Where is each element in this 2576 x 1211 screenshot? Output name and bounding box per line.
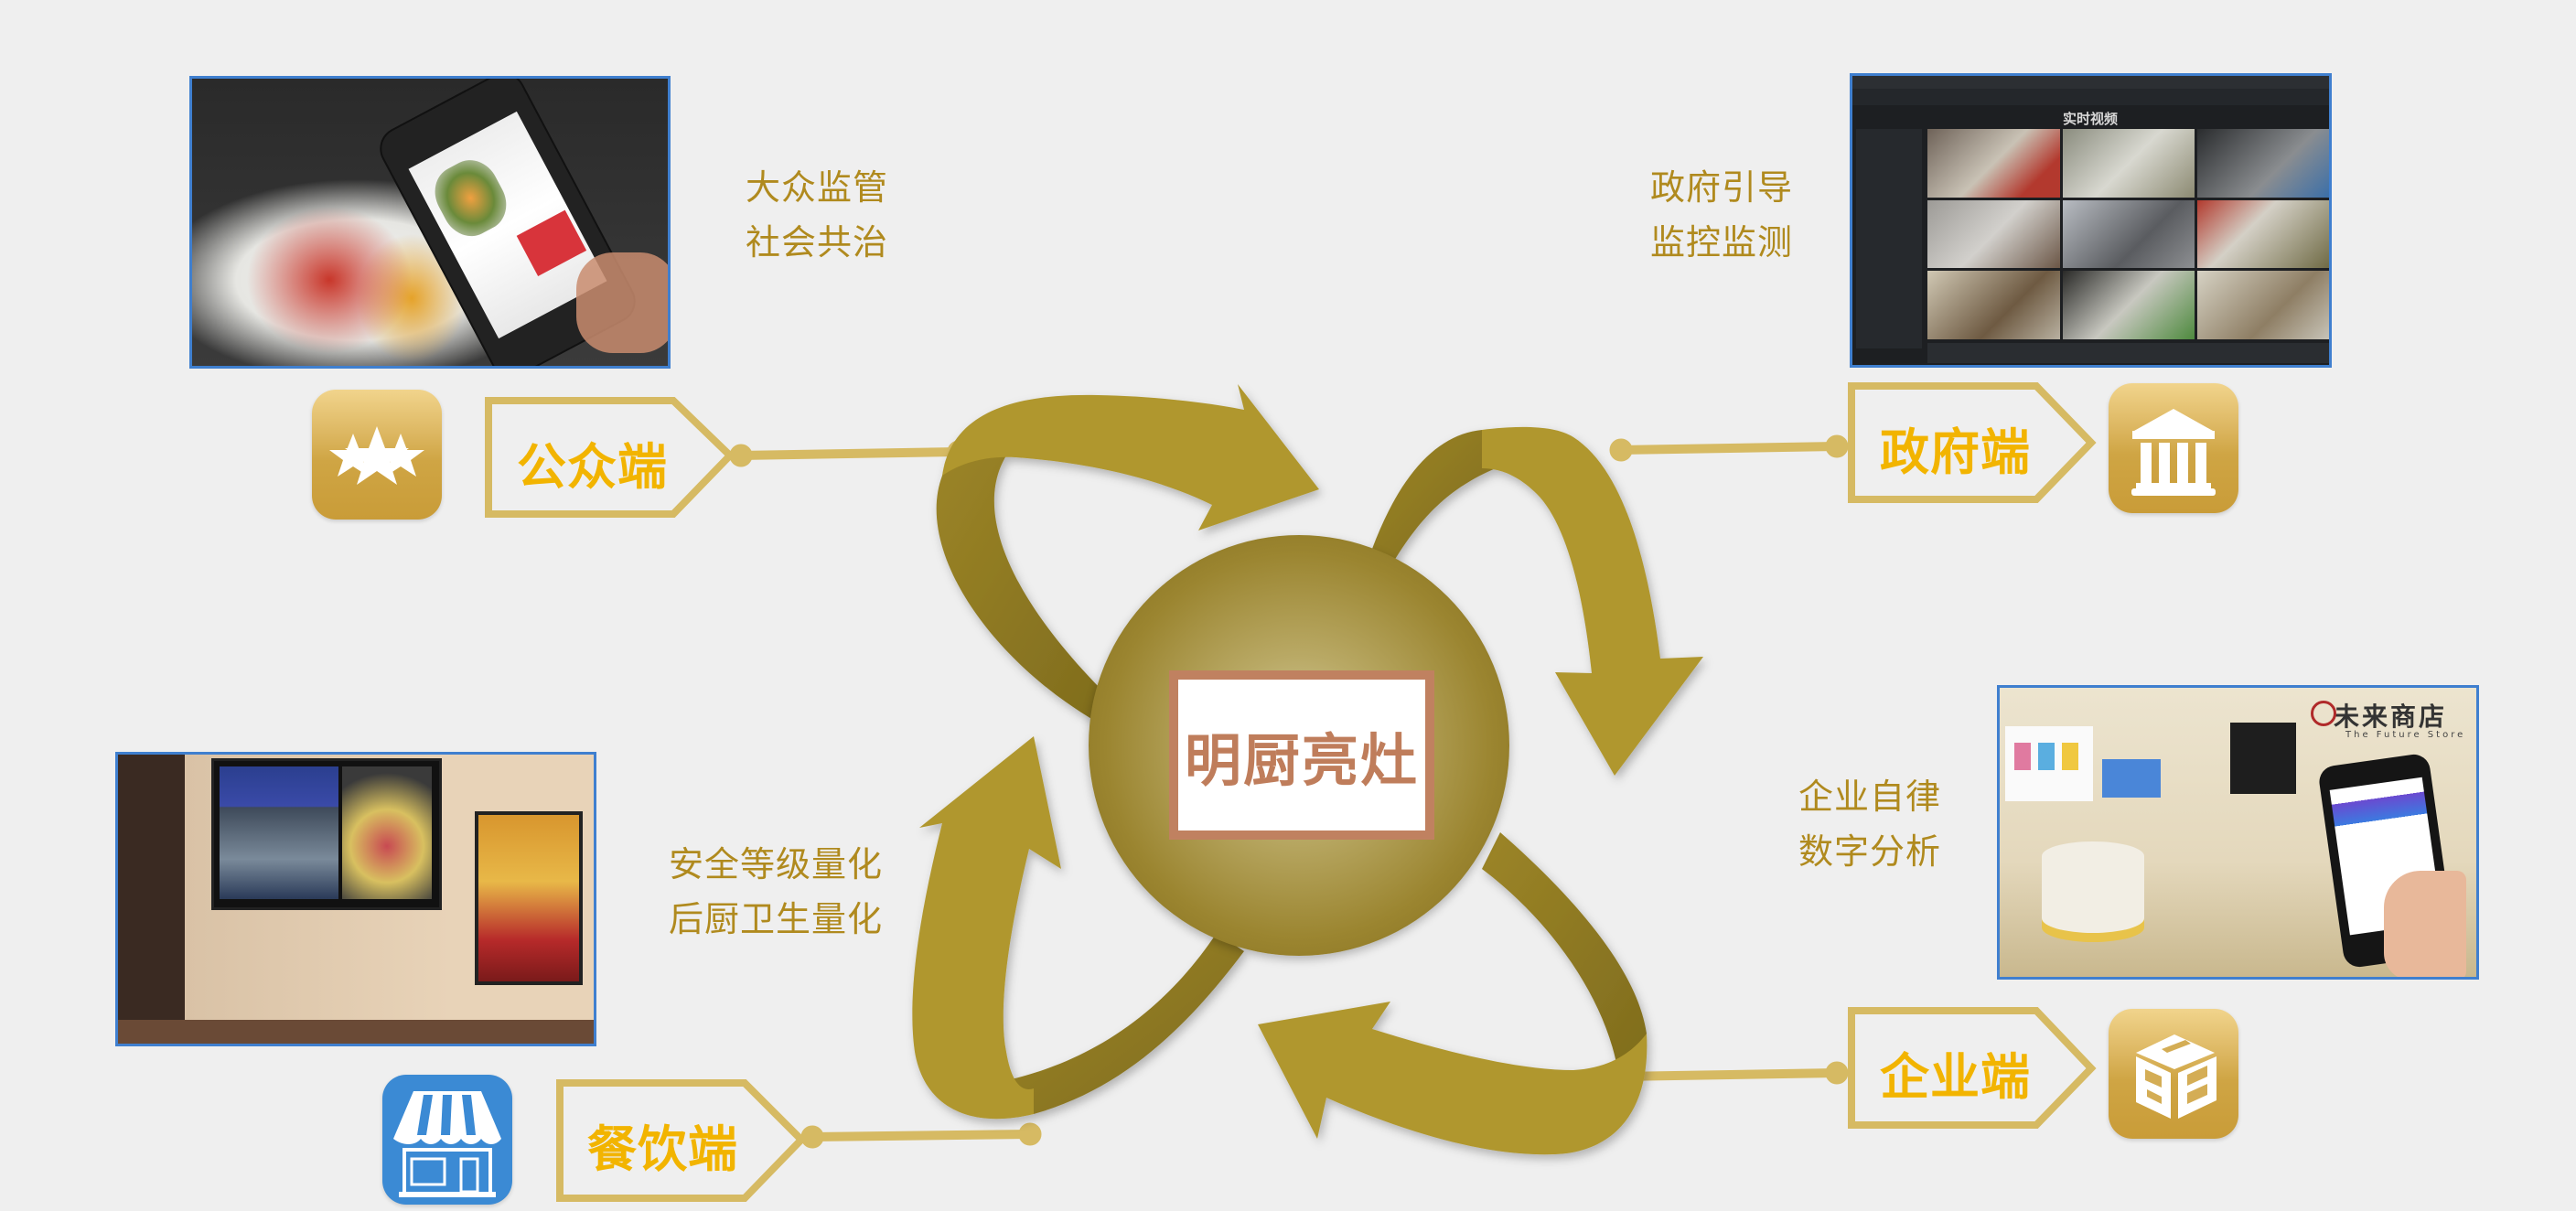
enterprise-tag-label[interactable]: 企业端 — [1880, 1048, 2031, 1106]
public-caption: 大众监管 社会共治 — [746, 160, 888, 270]
government-photo-title: 实时视频 — [2063, 111, 2119, 127]
public-tag-label[interactable]: 公众端 — [517, 438, 668, 496]
government-caption-line-1: 政府引导 — [1650, 167, 1794, 208]
restaurant-caption-line-2: 后厨卫生量化 — [669, 899, 884, 939]
arrow-bottom-left — [912, 736, 1244, 1120]
restaurant-photo — [115, 752, 596, 1046]
government-icon-box[interactable] — [2109, 383, 2238, 513]
tag-outline-public — [485, 397, 735, 518]
restaurant-tag-label[interactable]: 餐饮端 — [587, 1120, 738, 1178]
enterprise-photo: 未来商店 The Future Store — [1997, 685, 2479, 980]
cube-logo-icon — [2136, 1034, 2216, 1119]
tag-outline-government — [1848, 382, 2097, 503]
government-tag-label[interactable]: 政府端 — [1880, 423, 2031, 481]
public-photo — [189, 76, 671, 369]
storefront-icon — [393, 1091, 501, 1197]
menu-display-screen — [211, 758, 442, 910]
enterprise-icon-box[interactable] — [2109, 1009, 2238, 1139]
store-sign: 未来商店 — [2334, 702, 2448, 732]
restaurant-caption-line-1: 安全等级量化 — [669, 844, 884, 884]
public-icon-box[interactable] — [312, 390, 442, 520]
arrow-top-left — [936, 384, 1319, 723]
government-caption: 政府引导 监控监测 — [1650, 160, 1793, 270]
public-caption-line-2: 社会共治 — [746, 222, 889, 263]
arrow-top-right — [1372, 426, 1703, 776]
tag-outline-enterprise — [1848, 1007, 2097, 1129]
arrow-bottom-right — [1258, 832, 1648, 1155]
restaurant-caption: 安全等级量化 后厨卫生量化 — [669, 837, 883, 947]
government-caption-line-2: 监控监测 — [1650, 222, 1794, 263]
three-stars-icon — [329, 426, 424, 485]
enterprise-caption-line-2: 数字分析 — [1798, 831, 1942, 872]
food-poster — [475, 811, 583, 985]
center-title-box: 明厨亮灶 — [1169, 670, 1434, 840]
enterprise-caption: 企业自律 数字分析 — [1798, 769, 1941, 879]
restaurant-icon-box[interactable] — [382, 1075, 512, 1205]
store-sign-en: The Future Store — [2345, 730, 2466, 740]
tag-outline-restaurant — [556, 1079, 807, 1202]
government-building-icon — [2131, 409, 2216, 496]
public-caption-line-1: 大众监管 — [746, 167, 889, 208]
tag-outlines — [485, 382, 2097, 1202]
enterprise-caption-line-1: 企业自律 — [1798, 777, 1942, 817]
center-title: 明厨亮灶 — [1184, 726, 1419, 794]
government-photo: 实时视频 — [1850, 73, 2332, 368]
